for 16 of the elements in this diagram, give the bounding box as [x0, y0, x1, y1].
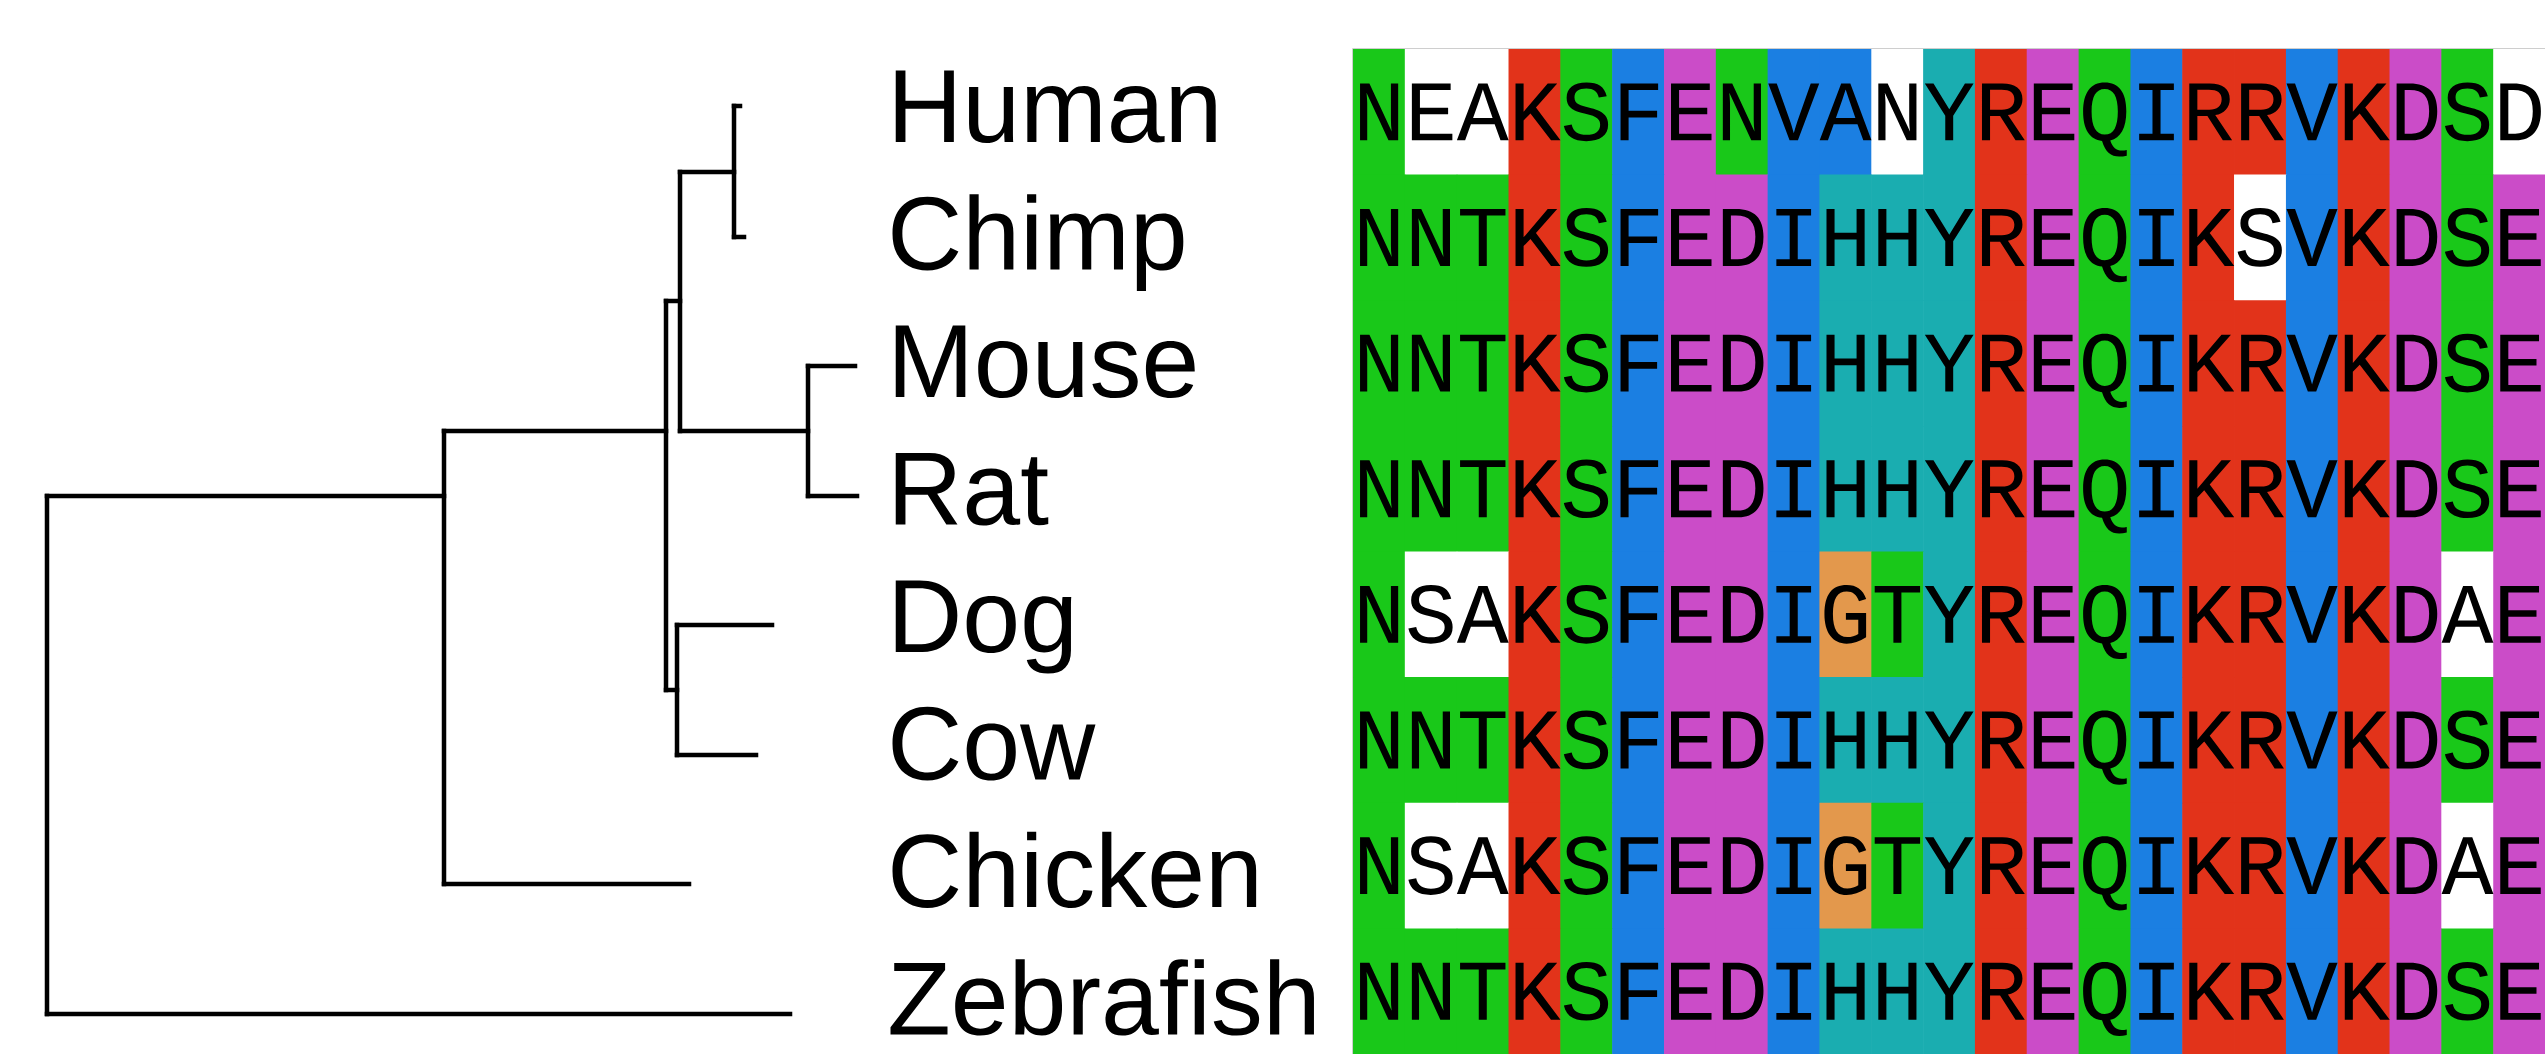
species-label: Mouse — [895, 325, 1195, 398]
sequence-row: NNTKSFEDIHHYREQIKSVKDSE — [1353, 174, 2545, 301]
species-label: Rat — [895, 452, 1049, 526]
species-label: Chimp — [892, 194, 1184, 292]
species-label: Cow — [892, 706, 1096, 781]
sequence-row: NSAKSFEDIGTYREQIKRVKDAE — [1353, 551, 2545, 678]
sequence-row: NNTKSFEDIHHYREQIKRVKDSE — [1353, 928, 2545, 1054]
species-label: Chicken — [892, 831, 1257, 908]
sequence-row: NNTKSFEDIHHYREQIKRVKDSE — [1353, 677, 2545, 804]
sequence-row: NNTKSFEDIHHYREQIKRVKDSE — [1353, 300, 2545, 427]
species-label: Zebrafish — [890, 959, 1314, 1036]
species-label: Dog — [895, 580, 1072, 674]
sequence-row: NEAKSFENVANYREQIRRVKDSD — [1353, 49, 2545, 176]
sequence-row: NSAKSFEDIGTYREQIKRVKDAE — [1353, 802, 2545, 929]
species-label: Human — [895, 70, 1216, 143]
sequence-row: NNTKSFEDIHHYREQIKRVKDSE — [1353, 425, 2545, 553]
